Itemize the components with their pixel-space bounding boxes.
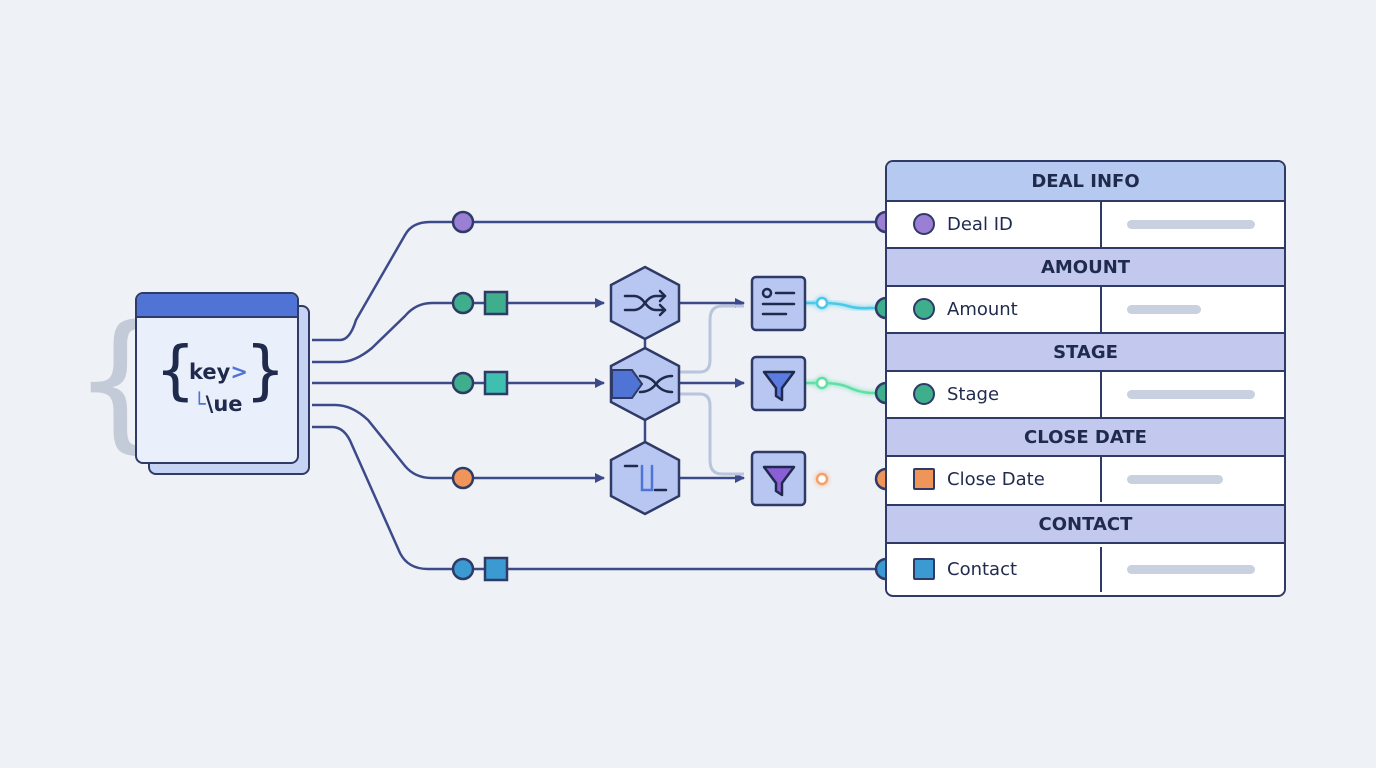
glow-wire-amount [805,301,885,310]
key-arrow: > [230,360,248,384]
filter-icon [762,370,796,402]
table-row[interactable]: Amount [887,287,1284,332]
row-marker-icon [913,383,935,405]
port-contact [451,557,475,581]
glow-dot-amount [815,296,829,310]
value-placeholder [1127,565,1255,574]
row-label: Amount [947,299,1018,320]
port-amount-square [483,290,509,316]
row-marker-icon [913,468,935,490]
shuffle-node[interactable] [609,265,681,341]
value-text: \ue [205,392,243,416]
source-key-value-card[interactable]: { } key> └\ue [135,292,299,464]
section-header: CONTACT [887,504,1284,544]
source-card-titlebar [137,294,297,318]
shuffle-icon [623,289,667,317]
port-stage-square [483,370,509,396]
left-brace-icon: { [155,334,196,408]
column-divider [1100,457,1102,502]
right-brace-icon: } [245,334,286,408]
port-close-date [451,466,475,490]
value-placeholder [1127,305,1201,314]
port-amount [451,291,475,315]
glow-dot-stage [815,376,829,390]
port-stage [451,371,475,395]
merge-icon [611,369,674,399]
glow-dot-close-date [815,472,829,486]
record-card-box[interactable] [750,275,807,332]
format-node[interactable] [609,440,681,516]
key-line: key> [189,360,248,384]
row-label: Close Date [947,469,1045,490]
port-deal-id [451,210,475,234]
value-placeholder [1127,220,1255,229]
filter-box-bottom[interactable] [750,450,807,507]
table-row[interactable]: Deal ID [887,202,1284,247]
deal-table: DEAL INFO Deal ID AMOUNT Amount STAGE St… [885,160,1286,597]
column-divider [1100,372,1102,417]
value-placeholder [1127,475,1223,484]
record-card-icon [761,287,796,316]
section-header: DEAL INFO [887,162,1284,202]
glow-wire-stage [805,381,885,395]
branch-down [668,392,744,476]
wire-deal-id [312,220,885,342]
filter-box-top[interactable] [750,355,807,412]
format-icon [623,464,668,492]
key-text: key [189,360,231,384]
section-header: CLOSE DATE [887,417,1284,457]
value-line: └\ue [193,392,243,416]
column-divider [1100,202,1102,247]
merge-node[interactable] [609,346,681,422]
row-marker-icon [913,213,935,235]
port-contact-square [483,556,509,582]
value-corner: └ [193,392,206,416]
row-marker-icon [913,558,935,580]
column-divider [1100,287,1102,332]
row-marker-icon [913,298,935,320]
table-row[interactable]: Stage [887,372,1284,417]
wire-amount [312,298,605,364]
value-placeholder [1127,390,1255,399]
row-label: Stage [947,384,1000,405]
branch-up [668,304,744,374]
column-divider [1100,547,1102,592]
row-label: Contact [947,559,1018,580]
table-row[interactable]: Contact [887,547,1284,592]
section-header: AMOUNT [887,247,1284,287]
wire-close-date [312,403,605,483]
wire-contact [312,425,885,571]
table-row[interactable]: Close Date [887,457,1284,502]
section-header: STAGE [887,332,1284,372]
row-label: Deal ID [947,214,1013,235]
filter-icon [762,465,796,497]
